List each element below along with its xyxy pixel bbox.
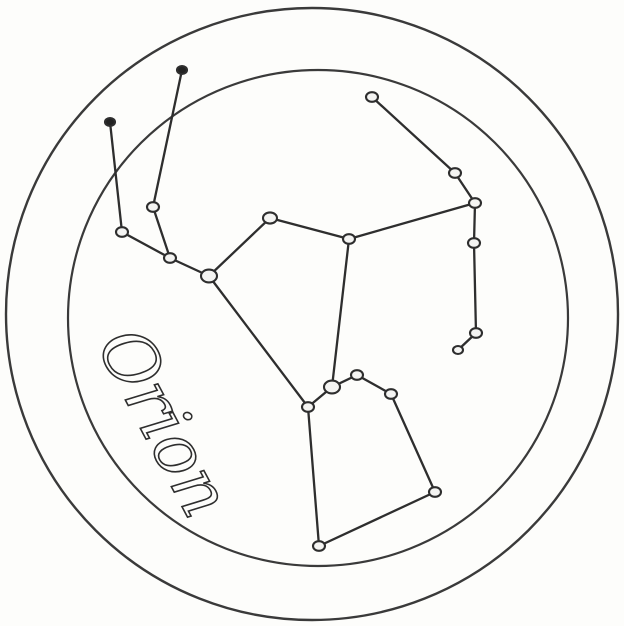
constellation-line [391, 394, 435, 492]
constellation-line [270, 218, 349, 239]
star-club-base [116, 227, 128, 237]
inner-circle [68, 70, 568, 566]
star-belt-left [302, 402, 314, 412]
constellation-line [349, 203, 475, 239]
star-shield-bottom [453, 346, 463, 354]
constellation-line [209, 276, 308, 407]
star-club-tip-left [105, 118, 115, 126]
constellation-line [308, 407, 319, 546]
star-shield-upper [449, 168, 461, 178]
star-shield-lower [470, 328, 482, 338]
constellation-label: Orion [81, 314, 248, 530]
star-saiph [313, 541, 325, 551]
constellation-line [153, 70, 182, 207]
star-rigel [429, 487, 441, 497]
constellation-line [474, 203, 475, 243]
star-bellatrix [343, 234, 355, 244]
constellation-line [209, 218, 270, 276]
star-belt-middle [324, 381, 340, 394]
star-shield-joint [469, 198, 481, 208]
star-belt-right-node [385, 389, 397, 399]
star-shield-top [366, 92, 378, 102]
constellation-line [474, 243, 476, 333]
star-meissa [263, 212, 277, 223]
constellation-line [372, 97, 455, 173]
star-betelgeuse [201, 270, 217, 283]
constellation-line [319, 492, 435, 546]
outer-circle [6, 8, 618, 620]
constellation-line [332, 239, 349, 387]
star-belt-right [351, 370, 363, 380]
star-shield-mid [468, 238, 480, 248]
star-arm-lower [164, 253, 176, 263]
star-club-mid [147, 202, 159, 212]
star-club-tip-right [177, 66, 187, 74]
